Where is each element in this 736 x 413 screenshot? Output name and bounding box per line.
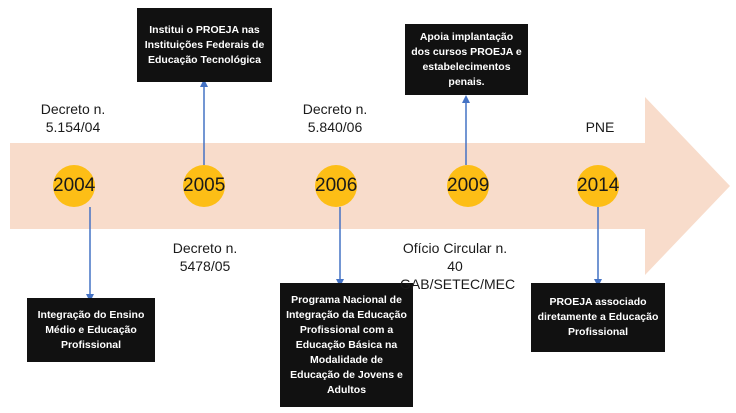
label-decreto-5840: Decreto n. 5.840/06 bbox=[302, 101, 368, 135]
year-2006: 2006 bbox=[315, 165, 357, 207]
event-box-2004: Integração do Ensino Médio e Educação Pr… bbox=[27, 298, 155, 362]
year-2009: 2009 bbox=[447, 165, 489, 207]
event-text-2009: Apoia implantação dos cursos PROEJA e es… bbox=[411, 30, 522, 88]
event-box-2006: Programa Nacional de Integração da Educa… bbox=[280, 283, 413, 407]
year-2014: 2014 bbox=[577, 165, 619, 207]
year-2004: 2004 bbox=[53, 165, 95, 207]
event-text-2006: Programa Nacional de Integração da Educa… bbox=[286, 293, 407, 396]
event-text-2004: Integração do Ensino Médio e Educação Pr… bbox=[37, 308, 145, 351]
label-oficio-circular: Ofício Circular n. 40 GAB/SETEC/MEC bbox=[400, 240, 516, 292]
label-pne: PNE bbox=[585, 119, 615, 135]
label-decreto-5154: Decreto n. 5.154/04 bbox=[40, 101, 106, 135]
label-decreto-5478: Decreto n. 5478/05 bbox=[172, 240, 238, 274]
event-box-2014: PROEJA associado diretamente a Educação … bbox=[531, 283, 665, 352]
year-2005: 2005 bbox=[183, 165, 225, 207]
event-box-2009: Apoia implantação dos cursos PROEJA e es… bbox=[405, 24, 528, 95]
event-box-2005: Institui o PROEJA nas Instituições Feder… bbox=[137, 8, 272, 82]
timeline-arrow bbox=[10, 97, 730, 275]
event-text-2005: Institui o PROEJA nas Instituições Feder… bbox=[144, 23, 265, 66]
event-text-2014: PROEJA associado diretamente a Educação … bbox=[537, 296, 659, 338]
